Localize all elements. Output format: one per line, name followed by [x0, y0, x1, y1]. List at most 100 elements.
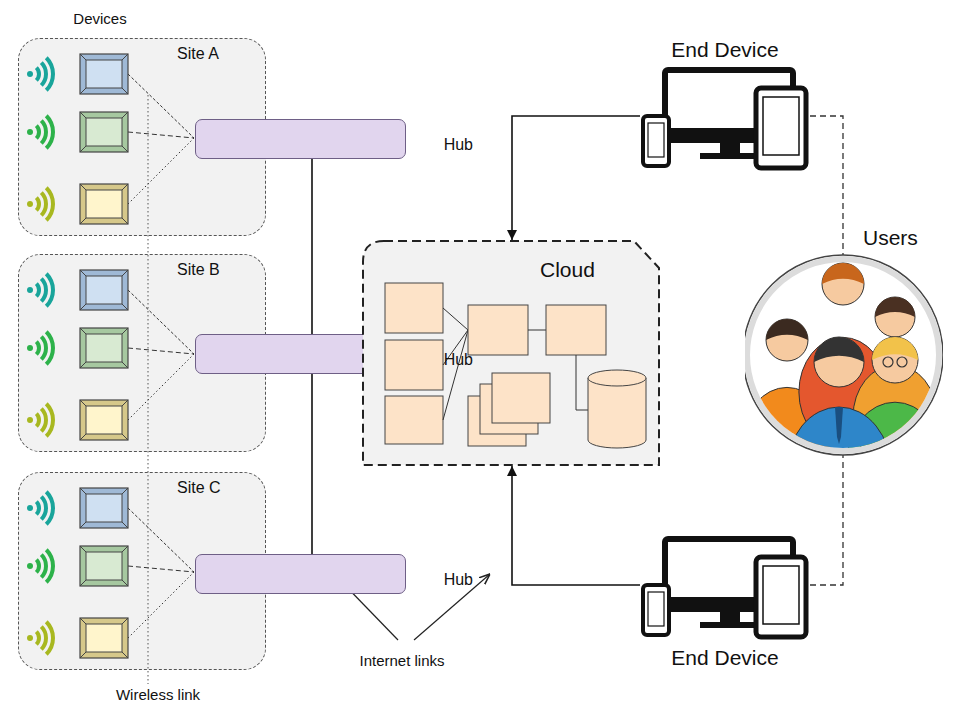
node-label: Site B — [177, 261, 220, 279]
tablet — [756, 88, 806, 168]
device-box — [80, 270, 128, 310]
wireless-wave — [41, 337, 46, 360]
wireless-wave — [36, 284, 39, 297]
wireless-dot — [27, 287, 33, 293]
monitor-base — [700, 622, 760, 628]
person-hair — [766, 319, 808, 340]
wireless-wave — [41, 627, 46, 650]
monitor-base — [700, 153, 760, 159]
person-head — [814, 337, 864, 387]
users-group: Users — [745, 222, 943, 456]
wireless-wave — [36, 502, 39, 515]
person-head — [872, 337, 918, 383]
glasses — [883, 357, 893, 367]
service-link — [443, 330, 468, 420]
wireless-wave — [46, 550, 53, 583]
device-face — [86, 276, 122, 304]
hub-box: Hub — [195, 554, 406, 594]
device-box — [80, 618, 128, 658]
wireless-wave — [46, 116, 53, 149]
device-bevel — [80, 328, 128, 368]
cloud-illustration — [362, 240, 660, 466]
person-hair — [822, 263, 864, 284]
wireless-wave — [46, 188, 53, 221]
wireless-wave — [41, 193, 46, 216]
node-label: Cloud — [540, 258, 595, 282]
wireless-wave — [41, 279, 46, 302]
tablet-screen — [763, 97, 799, 155]
service-link — [576, 355, 588, 410]
node-label: Hub — [444, 571, 473, 589]
device-link — [128, 348, 194, 354]
phone — [643, 116, 669, 166]
wireless-wave — [36, 342, 39, 355]
node-label: Site A — [177, 45, 219, 63]
wireless-wave — [36, 126, 39, 139]
device-link — [128, 290, 194, 354]
device-face — [86, 118, 122, 146]
device-link — [128, 572, 194, 638]
wireless-dot — [27, 505, 33, 511]
service-link — [528, 330, 546, 331]
wireless-wave — [36, 560, 39, 573]
internet-link — [512, 116, 640, 240]
node-label: End Device — [671, 646, 778, 670]
tablet-screen — [763, 566, 799, 624]
wireless-wave — [46, 274, 53, 307]
device-link — [128, 508, 194, 572]
device-face — [86, 334, 122, 362]
device-link — [128, 566, 194, 572]
device-face — [86, 552, 122, 580]
service-box — [385, 340, 443, 390]
device-bevel — [80, 270, 128, 310]
device-bevel — [80, 112, 128, 152]
person-body — [787, 407, 892, 456]
device-bevel — [80, 54, 128, 94]
device-box — [80, 184, 128, 224]
device-link — [128, 132, 194, 138]
wireless-dot — [27, 345, 33, 351]
device-face — [86, 494, 122, 522]
cloud-outline — [363, 241, 659, 465]
wireless-wave — [36, 198, 39, 211]
device-box — [80, 546, 128, 586]
node-label: Users — [863, 226, 918, 250]
wireless-wave — [41, 497, 46, 520]
user-link — [810, 116, 843, 255]
monitor-stand — [720, 140, 740, 154]
person-hair — [814, 337, 864, 362]
database — [588, 378, 646, 448]
device-face — [86, 624, 122, 652]
wireless-link-line — [148, 95, 149, 684]
wireless-dot — [27, 129, 33, 135]
wireless-wave — [41, 63, 46, 86]
people — [745, 263, 943, 456]
wireless-wave — [36, 632, 39, 645]
end-device: End Device — [630, 530, 820, 680]
device-face — [86, 190, 122, 218]
wireless-wave — [41, 409, 46, 432]
service-box — [385, 396, 443, 444]
phone-screen — [648, 592, 664, 626]
glasses — [897, 357, 907, 367]
hub-box: Hub — [195, 119, 406, 159]
person-hair — [872, 337, 918, 360]
phone-screen — [648, 123, 664, 157]
wireless-wave — [46, 404, 53, 437]
node-label: Hub — [444, 136, 473, 154]
users-illustration — [745, 222, 943, 456]
device-link — [128, 138, 194, 204]
monitor-stand — [720, 609, 740, 623]
device-box — [80, 328, 128, 368]
person-head — [822, 263, 864, 305]
wireless-dot — [27, 417, 33, 423]
device-icon — [640, 535, 810, 640]
wireless-link-label: Wireless link — [116, 686, 200, 703]
device-face — [86, 60, 122, 88]
person-hair — [875, 297, 915, 317]
site-region: Site AHub — [18, 38, 266, 236]
device-bevel — [80, 488, 128, 528]
devices-label: Devices — [73, 10, 126, 27]
node-label: Hub — [444, 351, 473, 369]
device-box — [80, 400, 128, 440]
